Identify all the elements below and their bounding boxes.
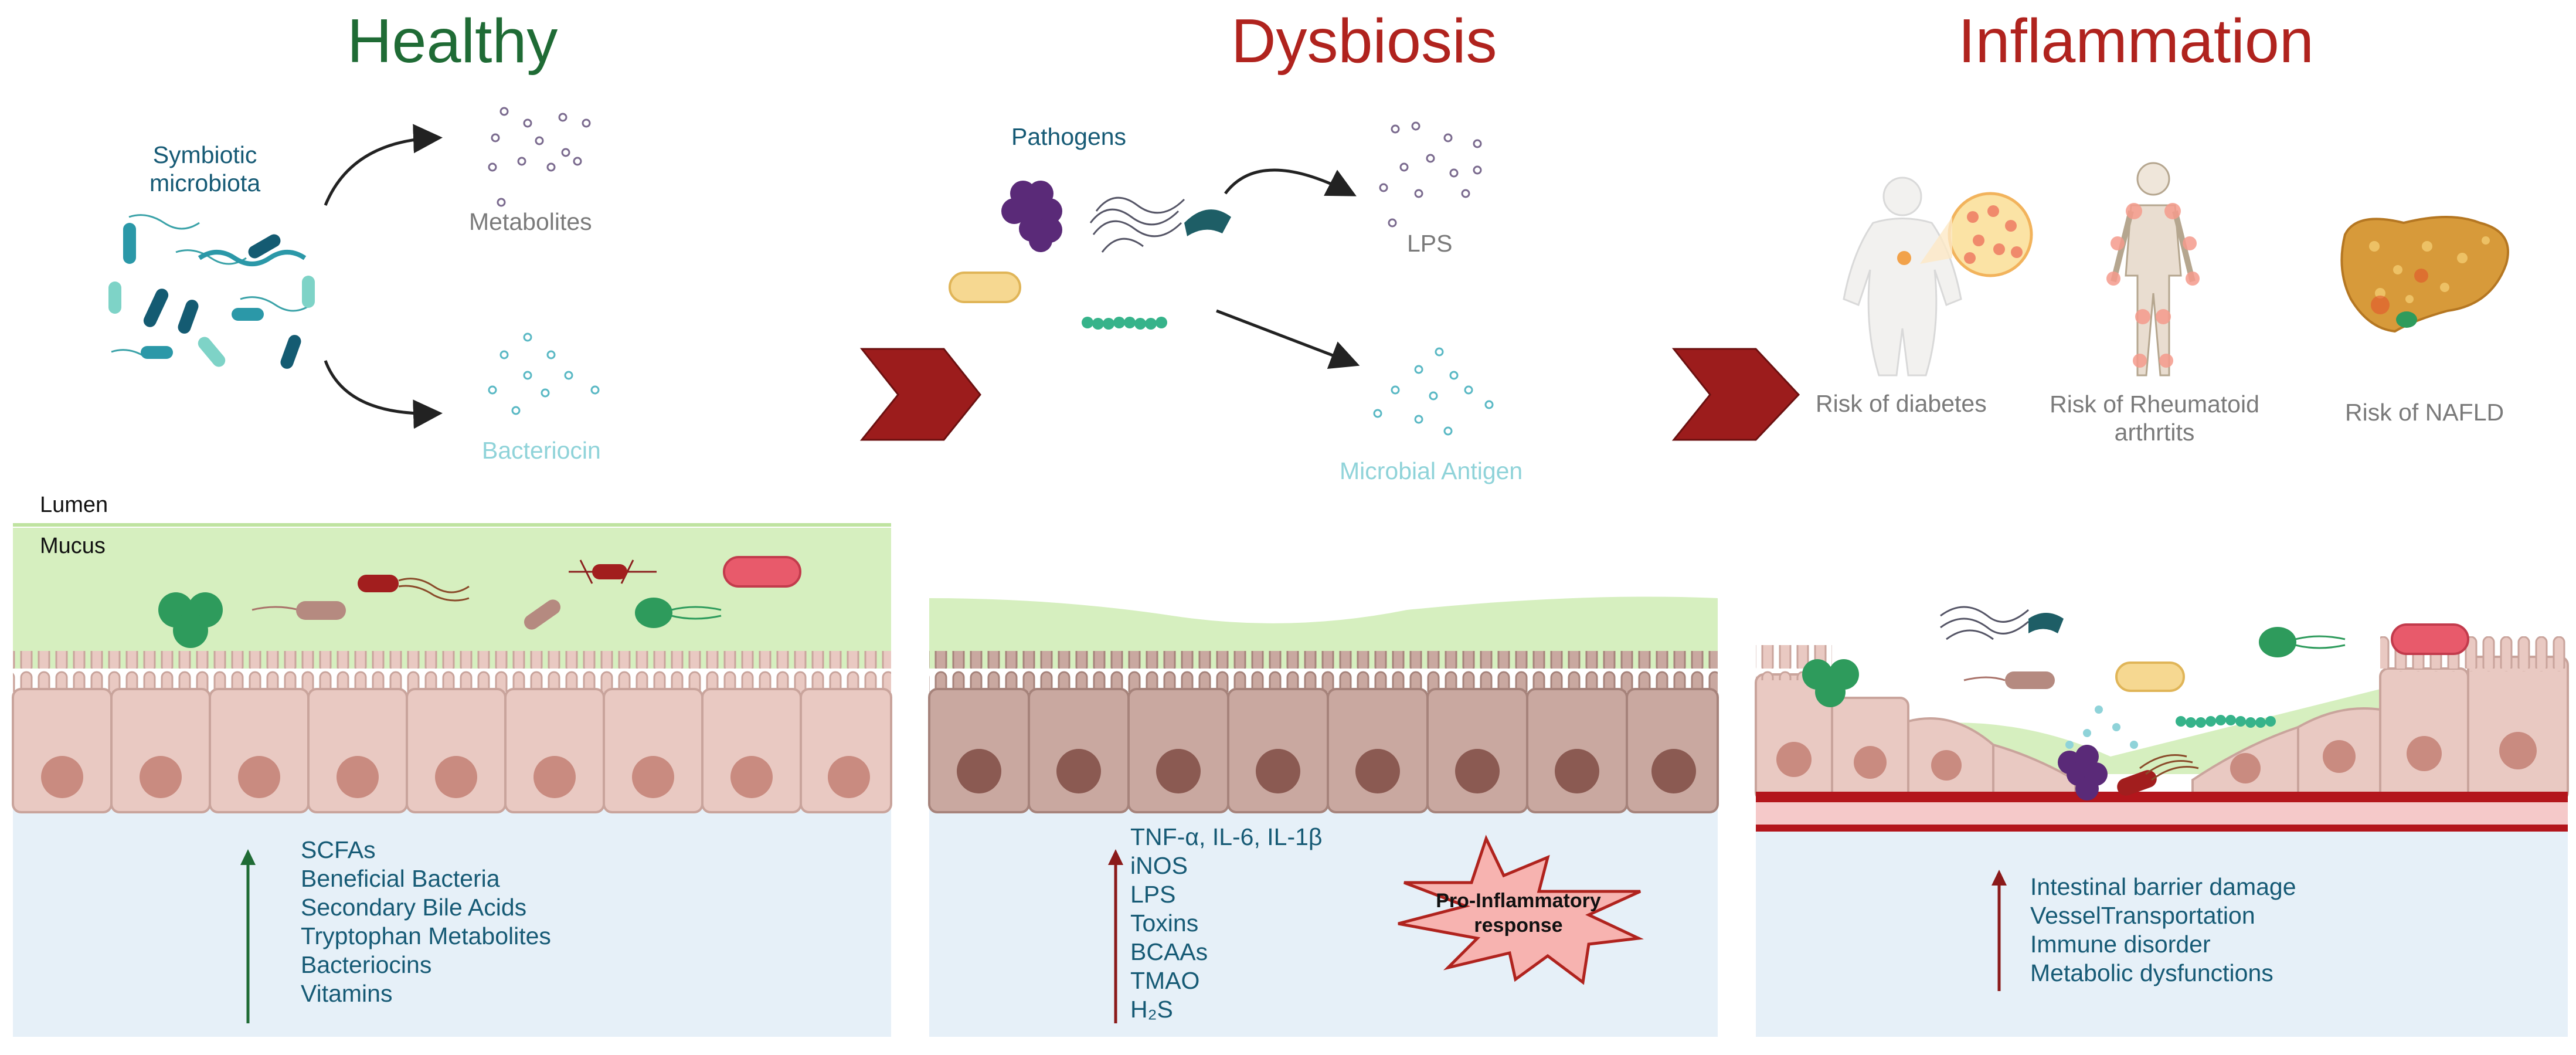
- list-item: Vitamins: [301, 980, 393, 1007]
- risk-nafld: Risk of NAFLD: [2345, 399, 2504, 426]
- dysbiosis-effects-list: TNF-α, IL-6, IL-1β iNOS LPS Toxins BCAAs…: [1130, 823, 1323, 1024]
- mucus-layer: [13, 528, 891, 669]
- list-item: Immune disorder: [2030, 931, 2211, 958]
- product-label-metabolites: Metabolites: [469, 208, 592, 235]
- inflammation-epithelium: [1755, 606, 2569, 1037]
- arrow-to-metabolites: [324, 124, 443, 206]
- list-item: Metabolic dysfunctions: [2030, 959, 2273, 986]
- list-item: Intestinal barrier damage: [2030, 873, 2296, 900]
- up-arrow-healthy: [240, 849, 256, 1023]
- mucus-label: Mucus: [40, 534, 106, 558]
- nuclei: [41, 756, 870, 798]
- human-body-icon: [1843, 177, 1962, 376]
- list-item: TMAO: [1130, 967, 1200, 994]
- skeleton-icon: [2106, 162, 2200, 376]
- cells: [928, 688, 1719, 813]
- up-arrow-dysbiosis: [1108, 849, 1123, 1023]
- bacteriocin-dots: [488, 333, 600, 415]
- fat-cell-icon: [1948, 192, 2033, 277]
- burst-icon: [1398, 834, 1644, 985]
- invading-microbes: [1802, 606, 2469, 800]
- arrow-to-antigen: [1216, 309, 1360, 369]
- source-label-pathogens: Pathogens: [1011, 123, 1127, 150]
- up-arrow-inflammation: [1992, 870, 2007, 991]
- commensal-microbes: [158, 556, 801, 648]
- lamina-propria: [13, 809, 891, 1037]
- healthy-epithelium: [12, 523, 892, 1037]
- list-item: H₂S: [1130, 996, 1173, 1023]
- pathogen-cluster: [949, 181, 1231, 330]
- list-item: TNF-α, IL-6, IL-1β: [1130, 823, 1323, 850]
- microbiota-cluster: [108, 214, 315, 369]
- title-dysbiosis: Dysbiosis: [1231, 6, 1497, 76]
- list-item: SCFAs: [301, 836, 376, 863]
- metabolite-dots: [488, 107, 591, 207]
- lumen-label: Lumen: [40, 493, 108, 517]
- product-label-lps: LPS: [1407, 230, 1453, 257]
- list-item: Secondary Bile Acids: [301, 894, 527, 921]
- list-item: VesselTransportation: [2030, 902, 2255, 929]
- list-item: Beneficial Bacteria: [301, 865, 500, 892]
- list-item: BCAAs: [1130, 938, 1208, 965]
- product-label-microbial-antigen: Microbial Antigen: [1340, 457, 1523, 484]
- nuclei: [957, 749, 1696, 793]
- title-inflammation: Inflammation: [1958, 6, 2314, 76]
- mucus-layer: [929, 596, 1718, 669]
- inflammation-effects-list: Intestinal barrier damage VesselTranspor…: [2030, 873, 2296, 988]
- healthy-effects-list: SCFAs Beneficial Bacteria Secondary Bile…: [301, 836, 551, 1008]
- chevron-arrow-2: [1671, 348, 1800, 441]
- arrow-to-bacteriocin: [324, 360, 443, 429]
- microvilli: [13, 651, 891, 692]
- risk-diabetes: Risk of diabetes: [1816, 390, 1987, 417]
- list-item: Bacteriocins: [301, 951, 432, 978]
- liver-icon: [2340, 216, 2509, 333]
- lamina-propria: [1756, 809, 2568, 1037]
- risk-rheumatoid-arthritis: Risk of Rheumatoid arthrtits: [2050, 391, 2259, 446]
- blood-vessel: [1756, 792, 2568, 802]
- source-label-healthy: Symbiotic microbiota: [149, 141, 261, 196]
- microvilli: [929, 651, 1718, 692]
- list-item: iNOS: [1130, 852, 1188, 879]
- arrow-to-lps: [1224, 168, 1357, 196]
- list-item: Tryptophan Metabolites: [301, 922, 551, 949]
- cells: [12, 688, 892, 813]
- burst-label: Pro-Inflammatory response: [1436, 890, 1601, 937]
- chevron-arrow-1: [859, 348, 981, 441]
- antigen-dots: [1373, 347, 1494, 436]
- list-item: LPS: [1130, 881, 1176, 908]
- product-label-bacteriocin: Bacteriocin: [482, 437, 601, 464]
- lps-dots: [1379, 121, 1482, 228]
- list-item: Toxins: [1130, 910, 1199, 937]
- dysbiosis-epithelium: [928, 596, 1719, 1037]
- title-healthy: Healthy: [347, 6, 558, 76]
